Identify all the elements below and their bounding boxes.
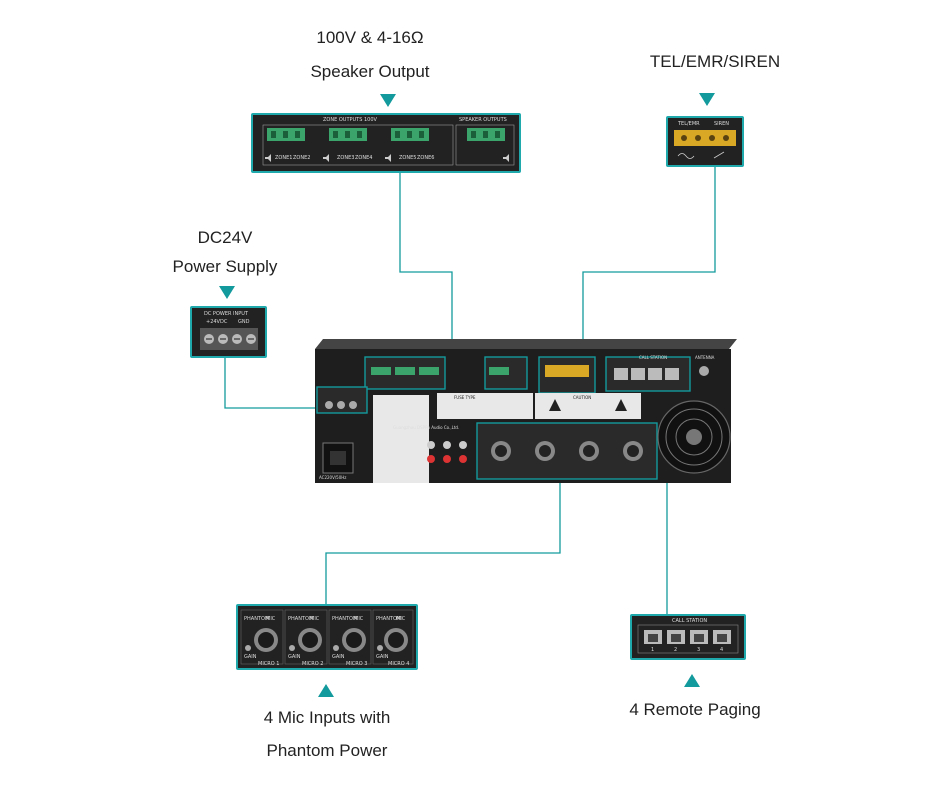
- remote-paging-label: 4 Remote Paging: [629, 700, 761, 719]
- zone3-label: ZONE3: [337, 155, 355, 161]
- dc-power-panel: DC POWER INPUT +24VDC GND: [190, 306, 267, 358]
- fuse-type-caption: FUSE TYPE: [454, 395, 476, 400]
- mic-inputs-label-line2: Phantom Power: [266, 741, 388, 760]
- ac-input-caption: AC220V/50Hz: [319, 475, 347, 480]
- dc-voltage-caption: +24VDC: [206, 319, 228, 325]
- gain-label-3: GAIN: [332, 654, 345, 660]
- call-port-4: 4: [720, 647, 724, 653]
- tel-emr-siren-arrow-icon: [699, 93, 715, 106]
- micro1-label: MICRO 1: [258, 661, 280, 667]
- zone2-label: ZONE2: [293, 155, 311, 161]
- phantom-label-2: PHANTOM: [288, 616, 314, 622]
- speaker-terminal-blocks: [262, 124, 515, 166]
- speaker-output-label-line1: 100V & 4-16Ω: [316, 28, 424, 47]
- phantom-label-3: PHANTOM: [332, 616, 358, 622]
- zone1-label: ZONE1: [275, 155, 293, 161]
- call-port-1: 1: [651, 647, 655, 653]
- call-station-caption: CALL STATION: [672, 618, 708, 624]
- mic-inputs-arrow-icon: [318, 684, 334, 697]
- mic-label-4: MIC: [396, 616, 406, 622]
- amplifier-body: [315, 339, 737, 483]
- call-port-2: 2: [674, 647, 678, 653]
- gnd-caption: GND: [238, 319, 250, 325]
- micro2-label: MICRO 2: [302, 661, 324, 667]
- tel-emr-terminal: [674, 130, 736, 159]
- remote-paging-arrow-icon: [684, 674, 700, 687]
- dc24v-arrow-icon: [219, 286, 235, 299]
- phantom-label-1: PHANTOM: [244, 616, 270, 622]
- call-port-3: 3: [697, 647, 701, 653]
- dc24v-label-line1: DC24V: [197, 228, 253, 247]
- mic-inputs-panel: PHANTOM MIC PHANTOM MIC PHANTOM MIC PHAN…: [236, 604, 418, 670]
- amplifier-rear-panel: CALL STATION ANTENNA FUSE TYPE CAUTION G…: [309, 335, 738, 483]
- dc-power-input-caption: DC POWER INPUT: [204, 311, 248, 317]
- mic-label-2: MIC: [310, 616, 320, 622]
- mic-label-3: MIC: [354, 616, 364, 622]
- mic-xlr-connectors: [240, 609, 414, 665]
- speaker-output-arrow-icon: [380, 94, 396, 107]
- dc24v-label-line2: Power Supply: [172, 257, 278, 276]
- gain-label-1: GAIN: [244, 654, 257, 660]
- tel-emr-siren-panel: TEL/EMR SIREN: [666, 116, 744, 167]
- zone6-label: ZONE6: [417, 155, 435, 161]
- rj45-ports: [637, 624, 739, 654]
- zone-outputs-caption: ZONE OUTPUTS 100V: [323, 117, 377, 123]
- speaker-output-panel: ZONE OUTPUTS 100V SPEAKER OUTPUTS ZONE1 …: [251, 113, 521, 173]
- manufacturer-caption: Guangzhou DSPPA Audio Co.,Ltd.: [393, 425, 460, 430]
- speaker-outputs-caption: SPEAKER OUTPUTS: [459, 117, 507, 123]
- phantom-label-4: PHANTOM: [376, 616, 402, 622]
- antenna-caption: ANTENNA: [695, 355, 715, 360]
- mic-label-1: MIC: [266, 616, 276, 622]
- zone5-label: ZONE5: [399, 155, 417, 161]
- tel-emr-caption: TEL/EMR: [678, 121, 700, 127]
- speaker-output-label-line2: Speaker Output: [310, 62, 430, 81]
- micro3-label: MICRO 3: [346, 661, 368, 667]
- caution-caption: CAUTION: [573, 395, 592, 400]
- dc-terminal: [200, 328, 258, 350]
- micro4-label: MICRO 4: [388, 661, 410, 667]
- siren-caption: SIREN: [714, 121, 730, 127]
- zone4-label: ZONE4: [355, 155, 373, 161]
- call-station-panel: CALL STATION 1 2 3 4: [630, 614, 746, 660]
- mic-inputs-label-line1: 4 Mic Inputs with: [263, 708, 391, 727]
- gain-label-4: GAIN: [376, 654, 389, 660]
- call-station-caption-main: CALL STATION: [639, 355, 668, 360]
- gain-label-2: GAIN: [288, 654, 301, 660]
- tel-emr-siren-label: TEL/EMR/SIREN: [649, 52, 781, 71]
